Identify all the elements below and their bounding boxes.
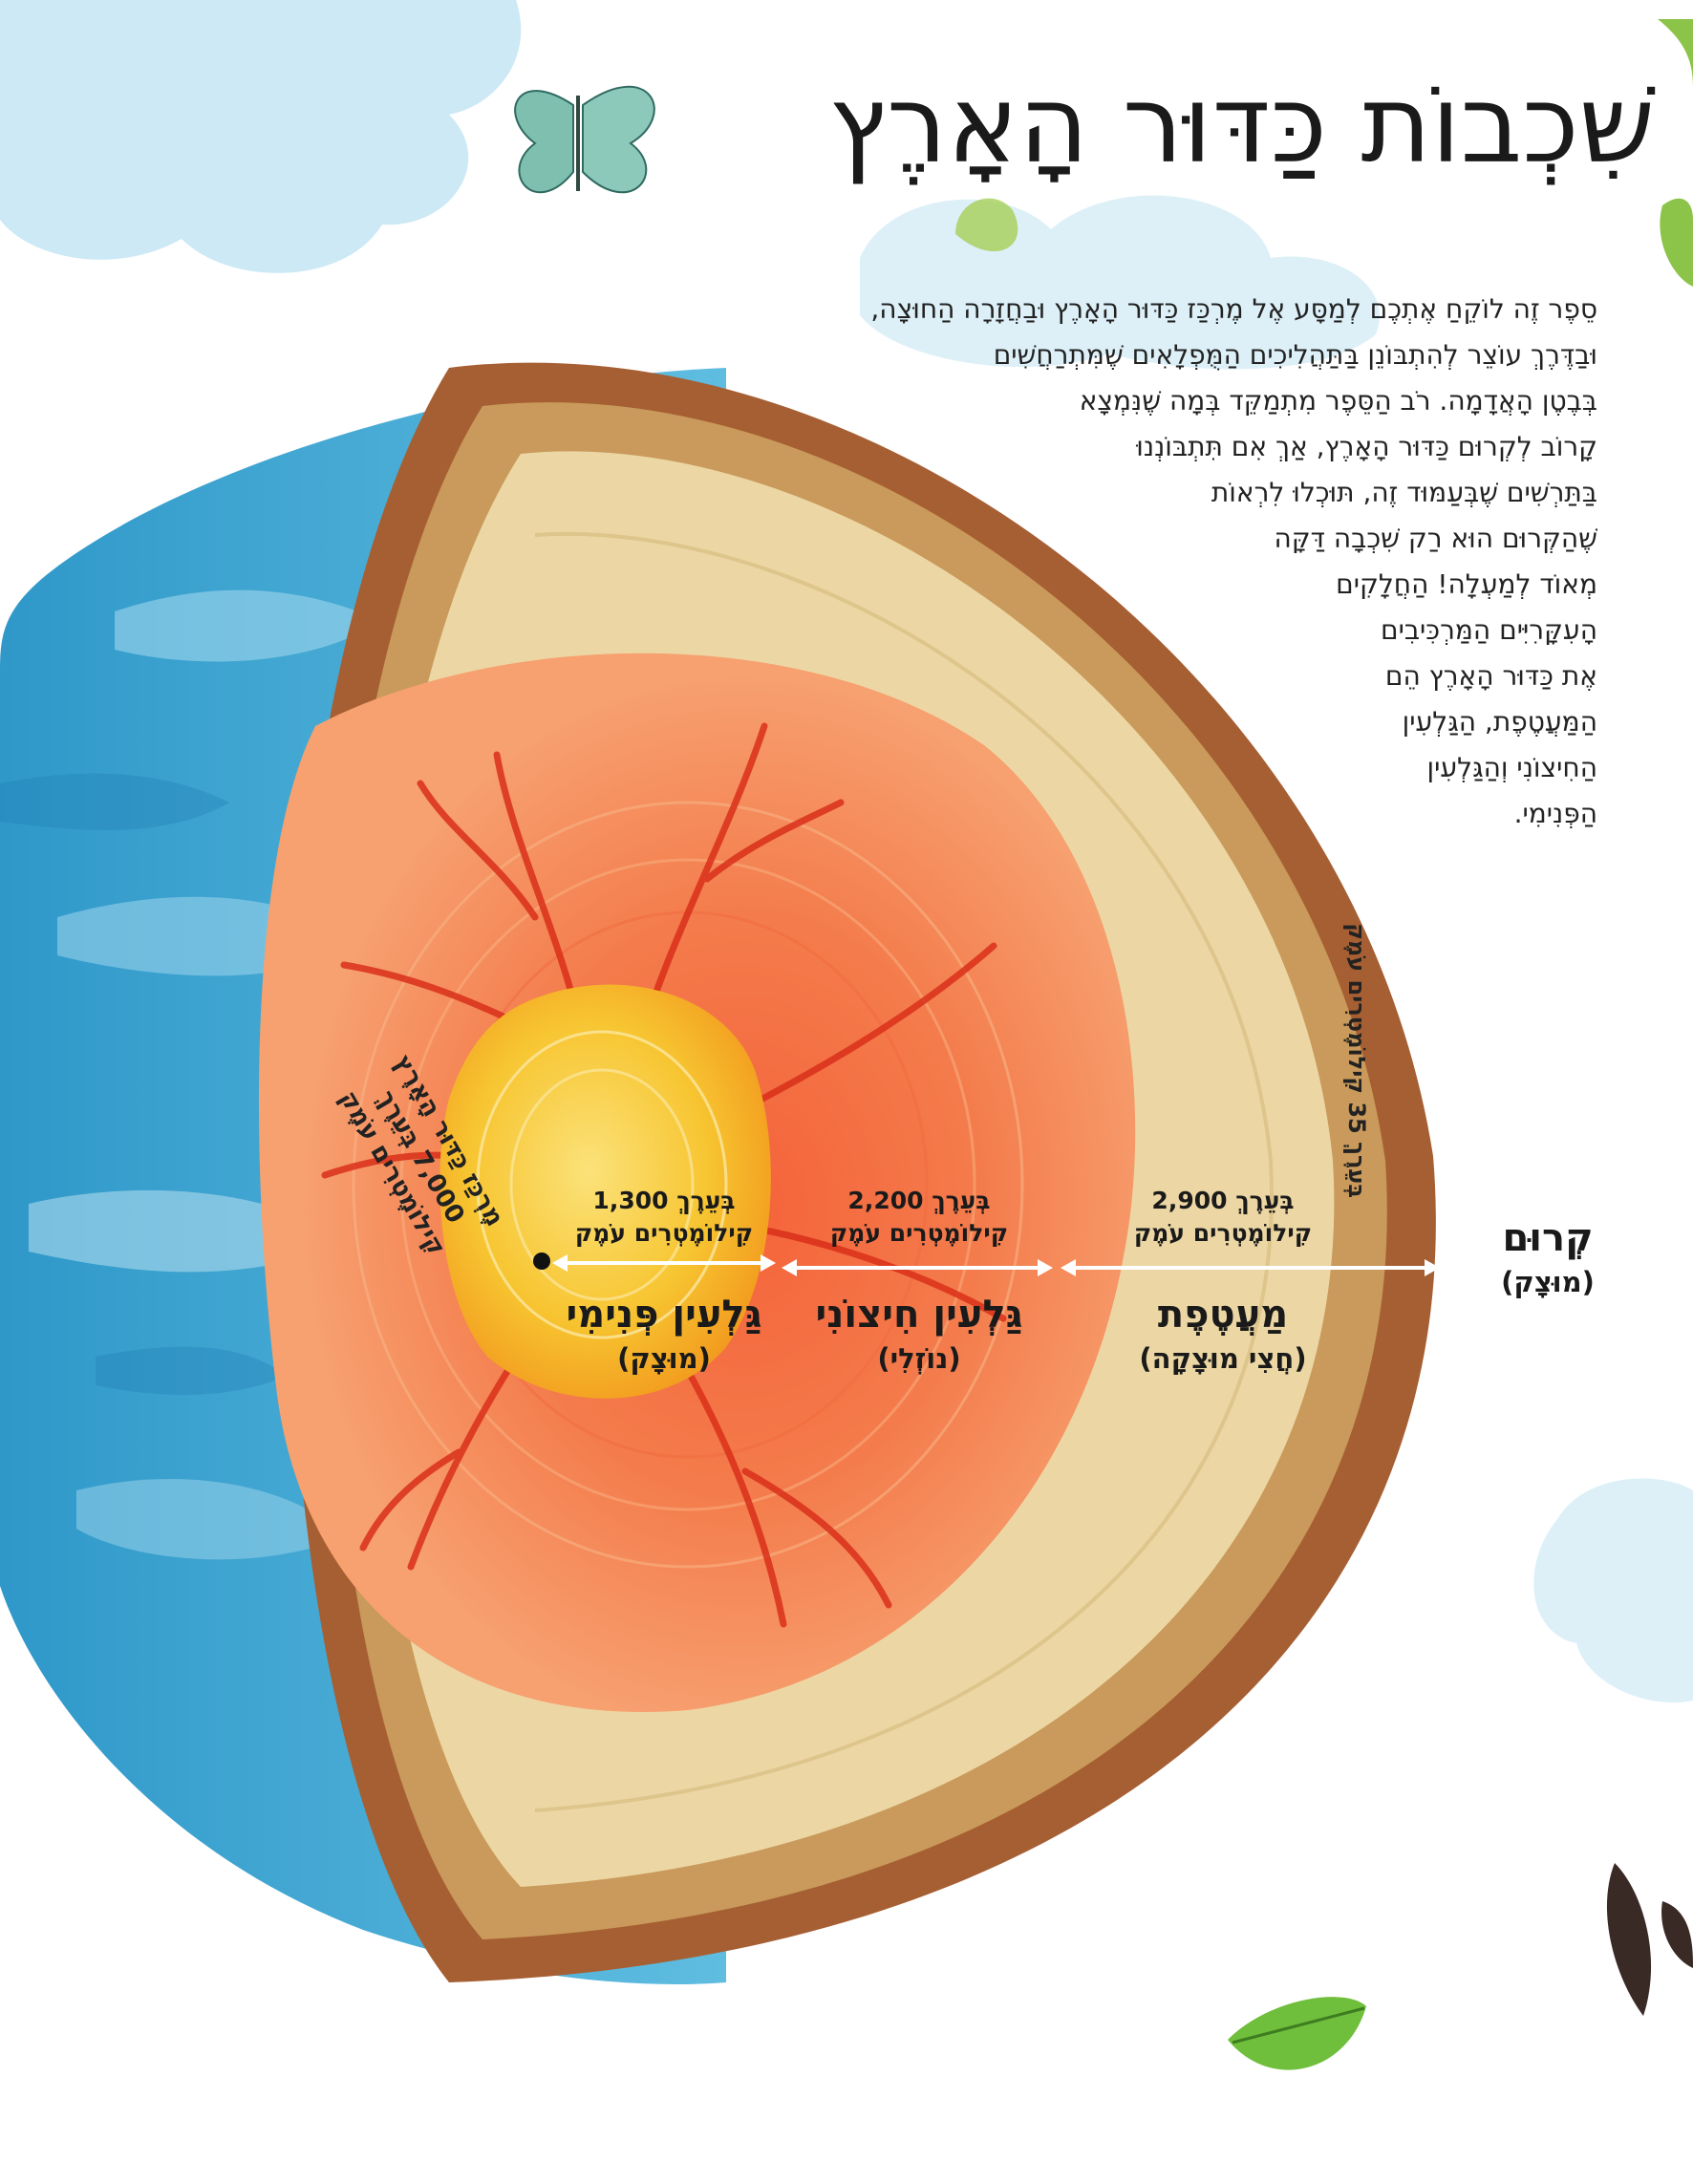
intro-line: שֶׁהַקְּרוּם הוּא רַק שִׁכְבָה דַּקָּה [1274,523,1598,554]
inner-core-name: גַּלְעִין פְּנִימִי [566,1293,762,1337]
outer-core-state: (נוֹזְלִי) [877,1342,961,1375]
mantle-depth-label: בְּעֵרֶךְ 2,900 קִילוֹמֶטְרִים עֹמֶק [1080,1185,1366,1250]
intro-line: הַחִיצוֹנִי וְהַגַּלְעִין [1426,752,1597,783]
outer-core-depth-label: בְּעֵרֶךְ 2,200 קִילוֹמֶטְרִים עֹמֶק [776,1185,1062,1250]
crust-depth-label: בְּעֵרֶךְ 35 קִילוֹמֶטְרִים עֹמֶק [1343,923,1370,1198]
mantle-depth-line: קִילוֹמֶטְרִים עֹמֶק [1133,1219,1313,1247]
intro-line: וּבַדֶּרֶךְ עוֹצֵר לְהִתְבּוֹנֵן בַּתַּה… [993,339,1597,371]
cloud-right [1533,1478,1693,1702]
butterfly-icon [514,85,655,194]
mantle-name: מַעֲטֶפֶת [1157,1293,1289,1337]
cloud-top-left [0,0,522,273]
mantle-label: מַעֲטֶפֶת (חֲצִי מוּצָקָה) [1080,1290,1366,1378]
intro-line: בַּתַּרְשִׁים שֶׁבְּעַמּוּד זֶה, תּוּכְל… [1211,477,1597,508]
inner-core-depth-line: קִילוֹמֶטְרִים עֹמֶק [574,1219,754,1247]
inner-core-depth-line: בְּעֵרֶךְ 1,300 [592,1187,736,1214]
mantle-state: (חֲצִי מוּצָקָה) [1139,1342,1307,1375]
outer-core-depth-line: בְּעֵרֶךְ 2,200 [847,1187,991,1214]
intro-line: הָעִקָּרִיִּים הַמַּרְכִּיבִים [1381,614,1597,646]
crust-label: קְרוּם (מוּצָק) [1462,1213,1634,1301]
intro-line: סֵפֶר זֶה לוֹקֵחַ אֶתְכֶם לְמַסָּע אֶל מ… [870,293,1597,325]
mantle-depth-line: בְּעֵרֶךְ 2,900 [1151,1187,1295,1214]
inner-core-layer [439,984,771,1399]
crust-state: (מוּצָק) [1501,1266,1595,1298]
crust-name: קְרוּם [1502,1216,1594,1260]
outer-core-label: גַּלְעִין חִיצוֹנִי (נוֹזְלִי) [776,1290,1062,1378]
intro-line: הַמַּעֲטֶפֶת, הַגַּלְעִין [1402,706,1597,738]
inner-core-label: גַּלְעִין פְּנִימִי (מוּצָק) [521,1290,807,1378]
intro-line: בְּבֶטֶן הָאֲדָמָה. רֹב הַסֵּפֶר מִתְמַק… [1079,385,1597,417]
core-veins [321,722,1007,1628]
outer-core-depth-line: קִילוֹמֶטְרִים עֹמֶק [829,1219,1009,1247]
inner-core-depth-label: בְּעֵרֶךְ 1,300 קִילוֹמֶטְרִים עֹמֶק [521,1185,807,1250]
inner-core-state: (מוּצָק) [617,1342,711,1375]
intro-line: הַפְּנִימִי. [1513,798,1597,829]
intro-line: אֶת כַּדּוּר הָאָרֶץ הֵם [1384,660,1597,692]
intro-line: מְאוֹד לְמַעְלָה! הַחֲלָקִים [1336,568,1597,600]
earth-center-dot [533,1253,550,1270]
depth-arrows [552,1231,1477,1281]
leaf-icon [955,19,1693,2070]
outer-core-name: גַּלְעִין חִיצוֹנִי [815,1293,1023,1337]
intro-paragraph: סֵפֶר זֶה לוֹקֵחַ אֶתְכֶם לְמַסָּע אֶל מ… [870,287,1597,837]
intro-line: קָרוֹב לְקְרוּם כַּדּוּר הָאָרֶץ, אַךְ א… [1136,431,1597,462]
page-title: שִׁכְבוֹת כַּדּוּר הָאָרֶץ [828,63,1655,187]
